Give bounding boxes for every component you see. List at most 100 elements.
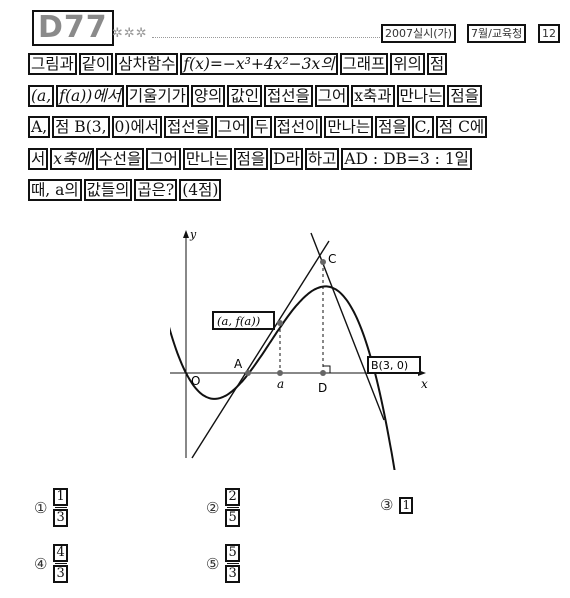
problem-word: 만나는 (396, 84, 446, 107)
choice-5[interactable]: ⑤ 5 3 (206, 544, 240, 583)
problem-word: 접선이 (273, 116, 323, 138)
point-c-label: C (328, 252, 336, 266)
choice-3[interactable]: ③ 1 (380, 496, 414, 514)
problem-word: 점을 (447, 84, 482, 107)
problem-word: 양의 (190, 84, 226, 107)
fraction-bar (226, 563, 239, 564)
answer-choices: ① 1 3 ② 2 5 ③ 1 ④ 4 3 ⑤ 5 3 (30, 488, 550, 588)
problem-word: C, (411, 116, 434, 138)
problem-word: D라 (270, 147, 303, 170)
problem-word: 접선을 (163, 116, 213, 138)
tangent-point-label-box (212, 311, 275, 330)
choice-value: 1 (399, 496, 414, 514)
function-expression: f(x)=−x³+4x²−3x의 (180, 53, 338, 75)
fraction-bar (226, 507, 239, 508)
fraction-numerator: 1 (53, 488, 68, 506)
point-b-label: B(3, 0) (371, 359, 408, 372)
problem-word: 값인 (227, 84, 262, 107)
cubic-curve (170, 285, 396, 470)
origin-label: O (191, 374, 200, 388)
source-month-badge: 7월/교육청 (467, 24, 527, 43)
fraction-bar (54, 507, 67, 508)
y-axis-label: y (189, 228, 197, 241)
problem-word: f(a))에서 (56, 84, 124, 107)
choice-number: ⑤ (206, 554, 220, 573)
choice-number: ① (34, 498, 48, 517)
problem-word: 점 B(3, (52, 116, 110, 138)
problem-word: 두 (251, 116, 272, 138)
cubic-graph-figure: y x O A a D C (a, f(a)) B(3, 0) (170, 228, 428, 470)
source-number-badge: 12 (538, 24, 560, 43)
problem-word: 기울기가 (125, 84, 189, 107)
y-axis-arrow (183, 230, 189, 238)
choice-number: ② (206, 498, 220, 517)
point-c-marker (320, 259, 326, 265)
point-b-label-box (367, 356, 421, 374)
choice-fraction: 4 3 (53, 544, 68, 583)
problem-word: 만나는 (324, 116, 374, 138)
points-label: (4점) (179, 179, 222, 201)
tangent-line-at-a (191, 240, 330, 459)
point-d-label: D (318, 381, 327, 395)
problem-word: 때, a의 (28, 179, 82, 201)
x-axis-label: x (421, 377, 428, 391)
problem-word: 값들의 (83, 179, 133, 201)
point-a-marker (245, 370, 251, 376)
ratio-condition: AD : DB=3 : 1일 (341, 147, 472, 170)
problem-word: 점 C에 (435, 116, 488, 138)
problem-header: D77 ✲✲✲ 2007실시(가) 7월/교육청 12 (26, 10, 560, 46)
problem-word: 그어 (146, 147, 181, 170)
choice-fraction: 2 5 (225, 488, 240, 527)
problem-word: 그어 (314, 84, 350, 107)
fraction-denominator: 3 (53, 565, 68, 583)
problem-word: 그어 (214, 116, 250, 138)
right-angle-mark (323, 365, 331, 373)
problem-word: 점 (426, 53, 448, 75)
header-dotted-divider (152, 37, 380, 38)
fraction-denominator: 5 (225, 509, 240, 527)
problem-word: 만나는 (182, 147, 232, 170)
problem-word: 접선을 (263, 84, 313, 107)
choice-number: ③ (380, 496, 394, 514)
problem-word: 삼차함수 (115, 53, 179, 75)
problem-word: x축과 (351, 84, 395, 107)
fraction-bar (54, 563, 67, 564)
a-label: a (277, 377, 284, 391)
problem-word: 같이 (78, 53, 114, 75)
problem-word: (a, (28, 84, 55, 107)
point-a-label: A (234, 357, 243, 371)
tangent-point (277, 320, 283, 326)
difficulty-stars: ✲✲✲ (112, 26, 148, 41)
problem-word: 점을 (233, 147, 269, 170)
point-d-marker (320, 370, 326, 376)
problem-word: A, (28, 116, 51, 138)
problem-word: x축에 (50, 147, 94, 170)
problem-word: 그래프 (339, 53, 389, 75)
problem-word: 곱은? (134, 179, 178, 201)
fraction-numerator: 2 (225, 488, 240, 506)
source-year-badge: 2007실시(가) (381, 24, 456, 43)
choice-1[interactable]: ① 1 3 (34, 488, 68, 527)
choice-fraction: 1 3 (53, 488, 68, 527)
problem-word: 그림과 (28, 53, 77, 75)
tangent-point-label: (a, f(a)) (217, 314, 260, 328)
choice-number: ④ (34, 554, 48, 573)
problem-word: 0)에서 (111, 116, 162, 138)
a-marker (277, 370, 283, 376)
problem-word: 위의 (390, 53, 425, 75)
fraction-denominator: 3 (53, 509, 68, 527)
fraction-denominator: 3 (225, 565, 240, 583)
choice-4[interactable]: ④ 4 3 (34, 544, 68, 583)
fraction-numerator: 5 (225, 544, 240, 562)
choice-fraction: 5 3 (225, 544, 240, 583)
choice-2[interactable]: ② 2 5 (206, 488, 240, 527)
problem-word: 점을 (375, 116, 410, 138)
problem-word: 하고 (304, 147, 340, 170)
problem-code: D77 (32, 10, 114, 46)
